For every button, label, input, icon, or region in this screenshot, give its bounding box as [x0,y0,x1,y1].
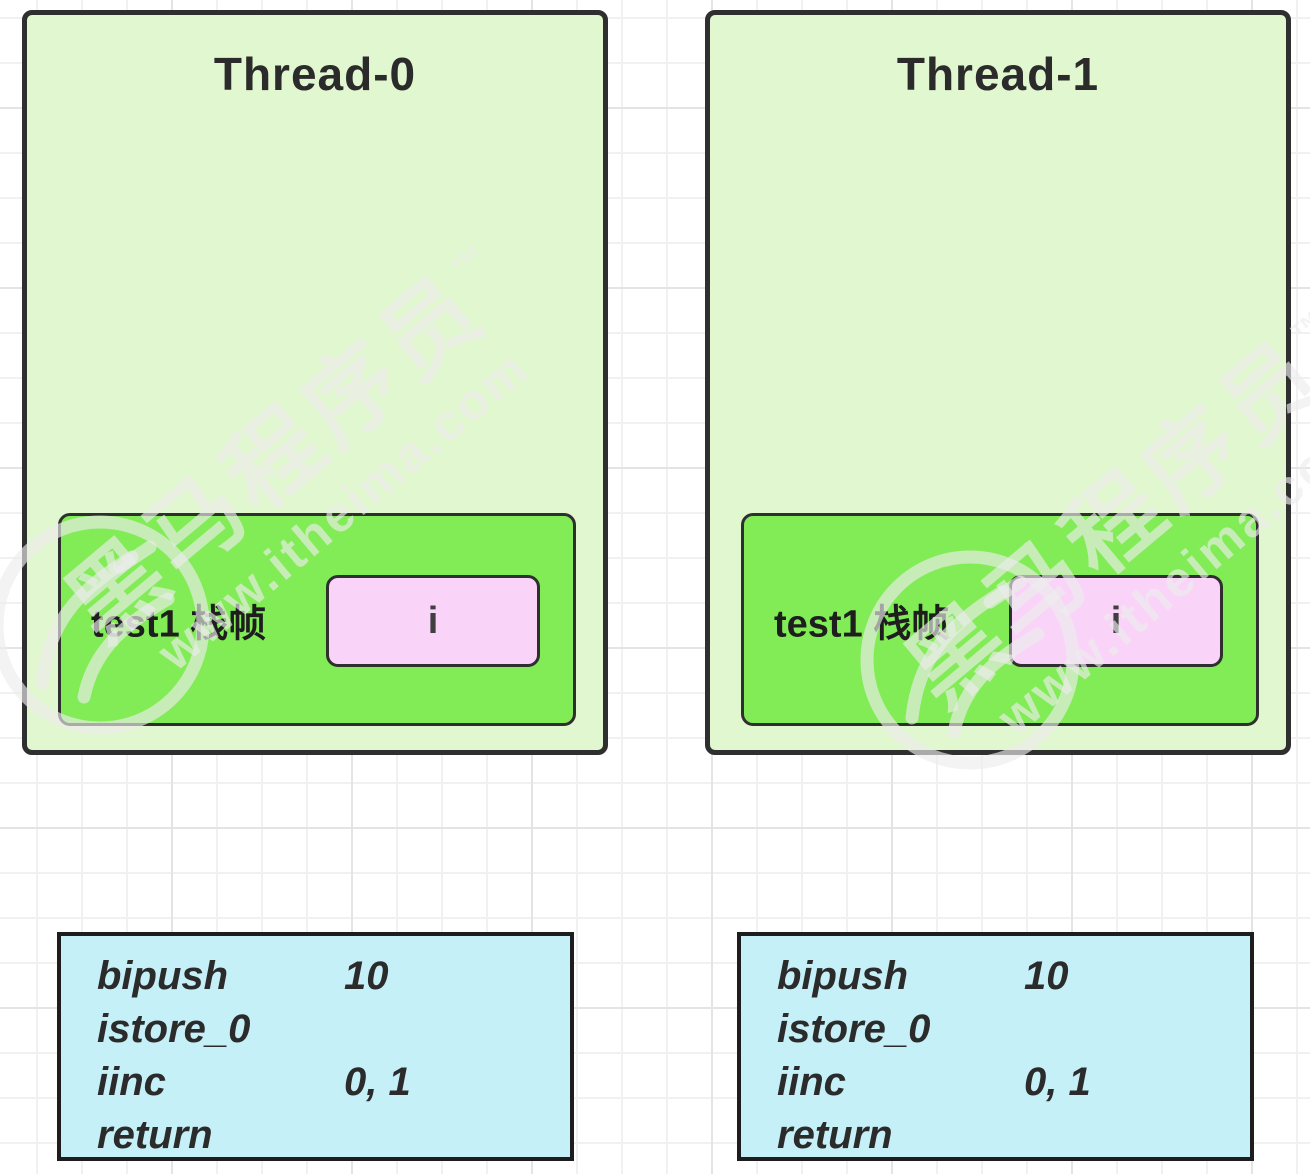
bytecode-line: iinc 0, 1 [97,1056,570,1109]
thread-1-frame-label: test1 栈帧 [774,603,950,645]
bytecode-line: istore_0 [97,1003,570,1056]
thread-0-box: Thread-0 test1 栈帧 i [22,10,608,755]
bytecode-operand: 10 [1024,954,1069,998]
bytecode-line: return [777,1109,1250,1162]
thread-0-variable-slot: i [326,575,540,667]
thread-0-bytecode-box: bipush 10 istore_0 iinc 0, 1 return [57,932,574,1161]
bytecode-operand: 10 [344,954,389,998]
bytecode-line: istore_0 [777,1003,1250,1056]
thread-0-title: Thread-0 [213,48,417,100]
bytecode-line: bipush 10 [97,950,570,1003]
thread-1-stack-frame: test1 栈帧 i [741,513,1259,726]
bytecode-opcode: iinc [777,1060,846,1104]
bytecode-line: iinc 0, 1 [777,1056,1250,1109]
thread-1-box: Thread-1 test1 栈帧 i [705,10,1291,755]
bytecode-opcode: return [97,1113,213,1157]
thread-1-variable-slot: i [1009,575,1223,667]
bytecode-opcode: bipush [777,954,909,998]
bytecode-operand: 0, 1 [1024,1060,1091,1104]
thread-1-title: Thread-1 [896,48,1100,100]
bytecode-operand: 0, 1 [344,1060,411,1104]
bytecode-line: return [97,1109,570,1162]
bytecode-opcode: return [777,1113,893,1157]
bytecode-opcode: iinc [97,1060,166,1104]
bytecode-opcode: istore_0 [97,1007,251,1051]
bytecode-opcode: bipush [97,954,229,998]
bytecode-opcode: istore_0 [777,1007,931,1051]
thread-0-stack-frame: test1 栈帧 i [58,513,576,726]
bytecode-line: bipush 10 [777,950,1250,1003]
thread-1-bytecode-box: bipush 10 istore_0 iinc 0, 1 return [737,932,1254,1161]
thread-0-frame-label: test1 栈帧 [91,603,267,645]
